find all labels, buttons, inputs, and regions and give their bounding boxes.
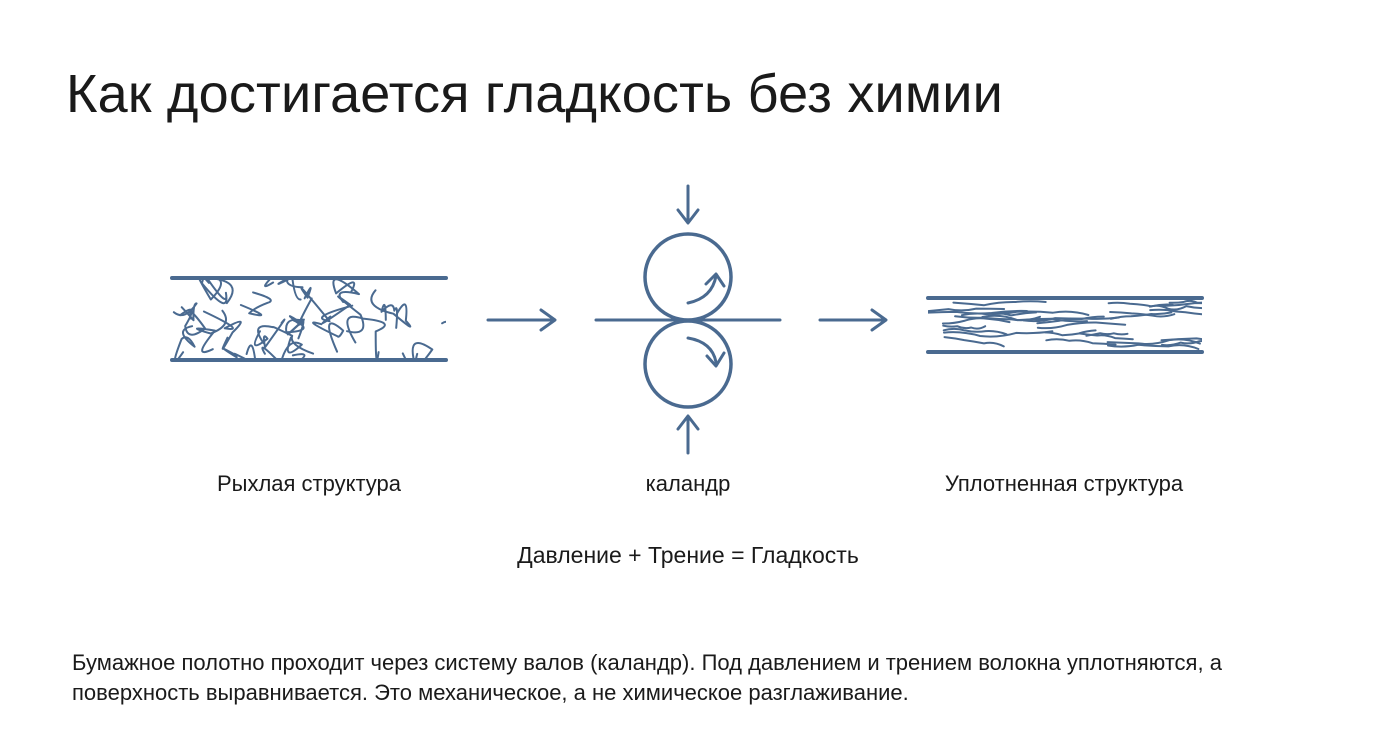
pressure-arrow-up-icon (676, 414, 700, 455)
rotation-arrow-icon (686, 336, 726, 368)
fiber (257, 325, 315, 355)
dense-structure-icon (926, 296, 1204, 354)
fiber (1162, 302, 1202, 307)
page-title: Как достигается гладкость без химии (66, 64, 1003, 124)
loose-structure-label: Рыхлая структура (216, 471, 402, 496)
fiber (264, 280, 275, 288)
fiber (291, 353, 306, 358)
fiber (174, 325, 196, 358)
fiber (1045, 338, 1117, 346)
fiber (1036, 321, 1127, 330)
fiber (1168, 300, 1202, 304)
calender-rolls-icon (594, 184, 782, 455)
fiber (111, 309, 163, 333)
fiber (152, 325, 172, 376)
fiber (277, 280, 302, 301)
fiber (285, 280, 304, 289)
fiber (943, 336, 1005, 348)
fiber (952, 300, 1047, 307)
fiber (253, 318, 286, 349)
calender-label: каландр (645, 471, 731, 496)
fiber (179, 308, 207, 336)
arrow-right-icon (486, 308, 557, 332)
rotation-arrow-icon (686, 272, 726, 305)
fiber (942, 327, 1008, 336)
fiber (196, 309, 227, 354)
fiber (1109, 311, 1173, 320)
fiber (321, 295, 365, 334)
fiber (285, 318, 305, 340)
pressure-arrow-down-icon (676, 184, 700, 225)
fiber (198, 280, 223, 301)
fiber (441, 320, 446, 325)
fiber (222, 344, 256, 358)
fiber (332, 280, 360, 303)
fiber (942, 324, 987, 330)
fiber (312, 321, 345, 353)
fiber (1078, 332, 1134, 341)
fiber (401, 341, 434, 358)
arrow-right-icon (818, 308, 888, 332)
fiber (370, 289, 412, 328)
fiber (1036, 315, 1105, 325)
fiber (380, 303, 399, 329)
fiber (1107, 301, 1174, 308)
loose-structure-icon (111, 276, 448, 376)
fiber (216, 280, 234, 305)
fiber (200, 280, 228, 305)
fiber (346, 315, 386, 358)
fiber (286, 297, 313, 336)
fiber (1106, 338, 1201, 345)
fiber (928, 307, 1006, 313)
fiber (1044, 329, 1097, 337)
fiber (1149, 308, 1202, 316)
description-text: Бумажное полотно проходит через систему … (72, 650, 1222, 705)
fiber (928, 309, 1028, 315)
bottom-roll (643, 319, 733, 409)
fiber (172, 302, 198, 322)
formula-text: Давление + Трение = Гладкость (517, 542, 859, 568)
fiber (239, 291, 272, 317)
dense-structure-label: Уплотненная структура (944, 471, 1184, 496)
fiber (954, 315, 1041, 322)
fiber (300, 286, 354, 323)
fiber (943, 330, 1054, 338)
fiber (1107, 343, 1200, 350)
fiber (261, 336, 303, 358)
